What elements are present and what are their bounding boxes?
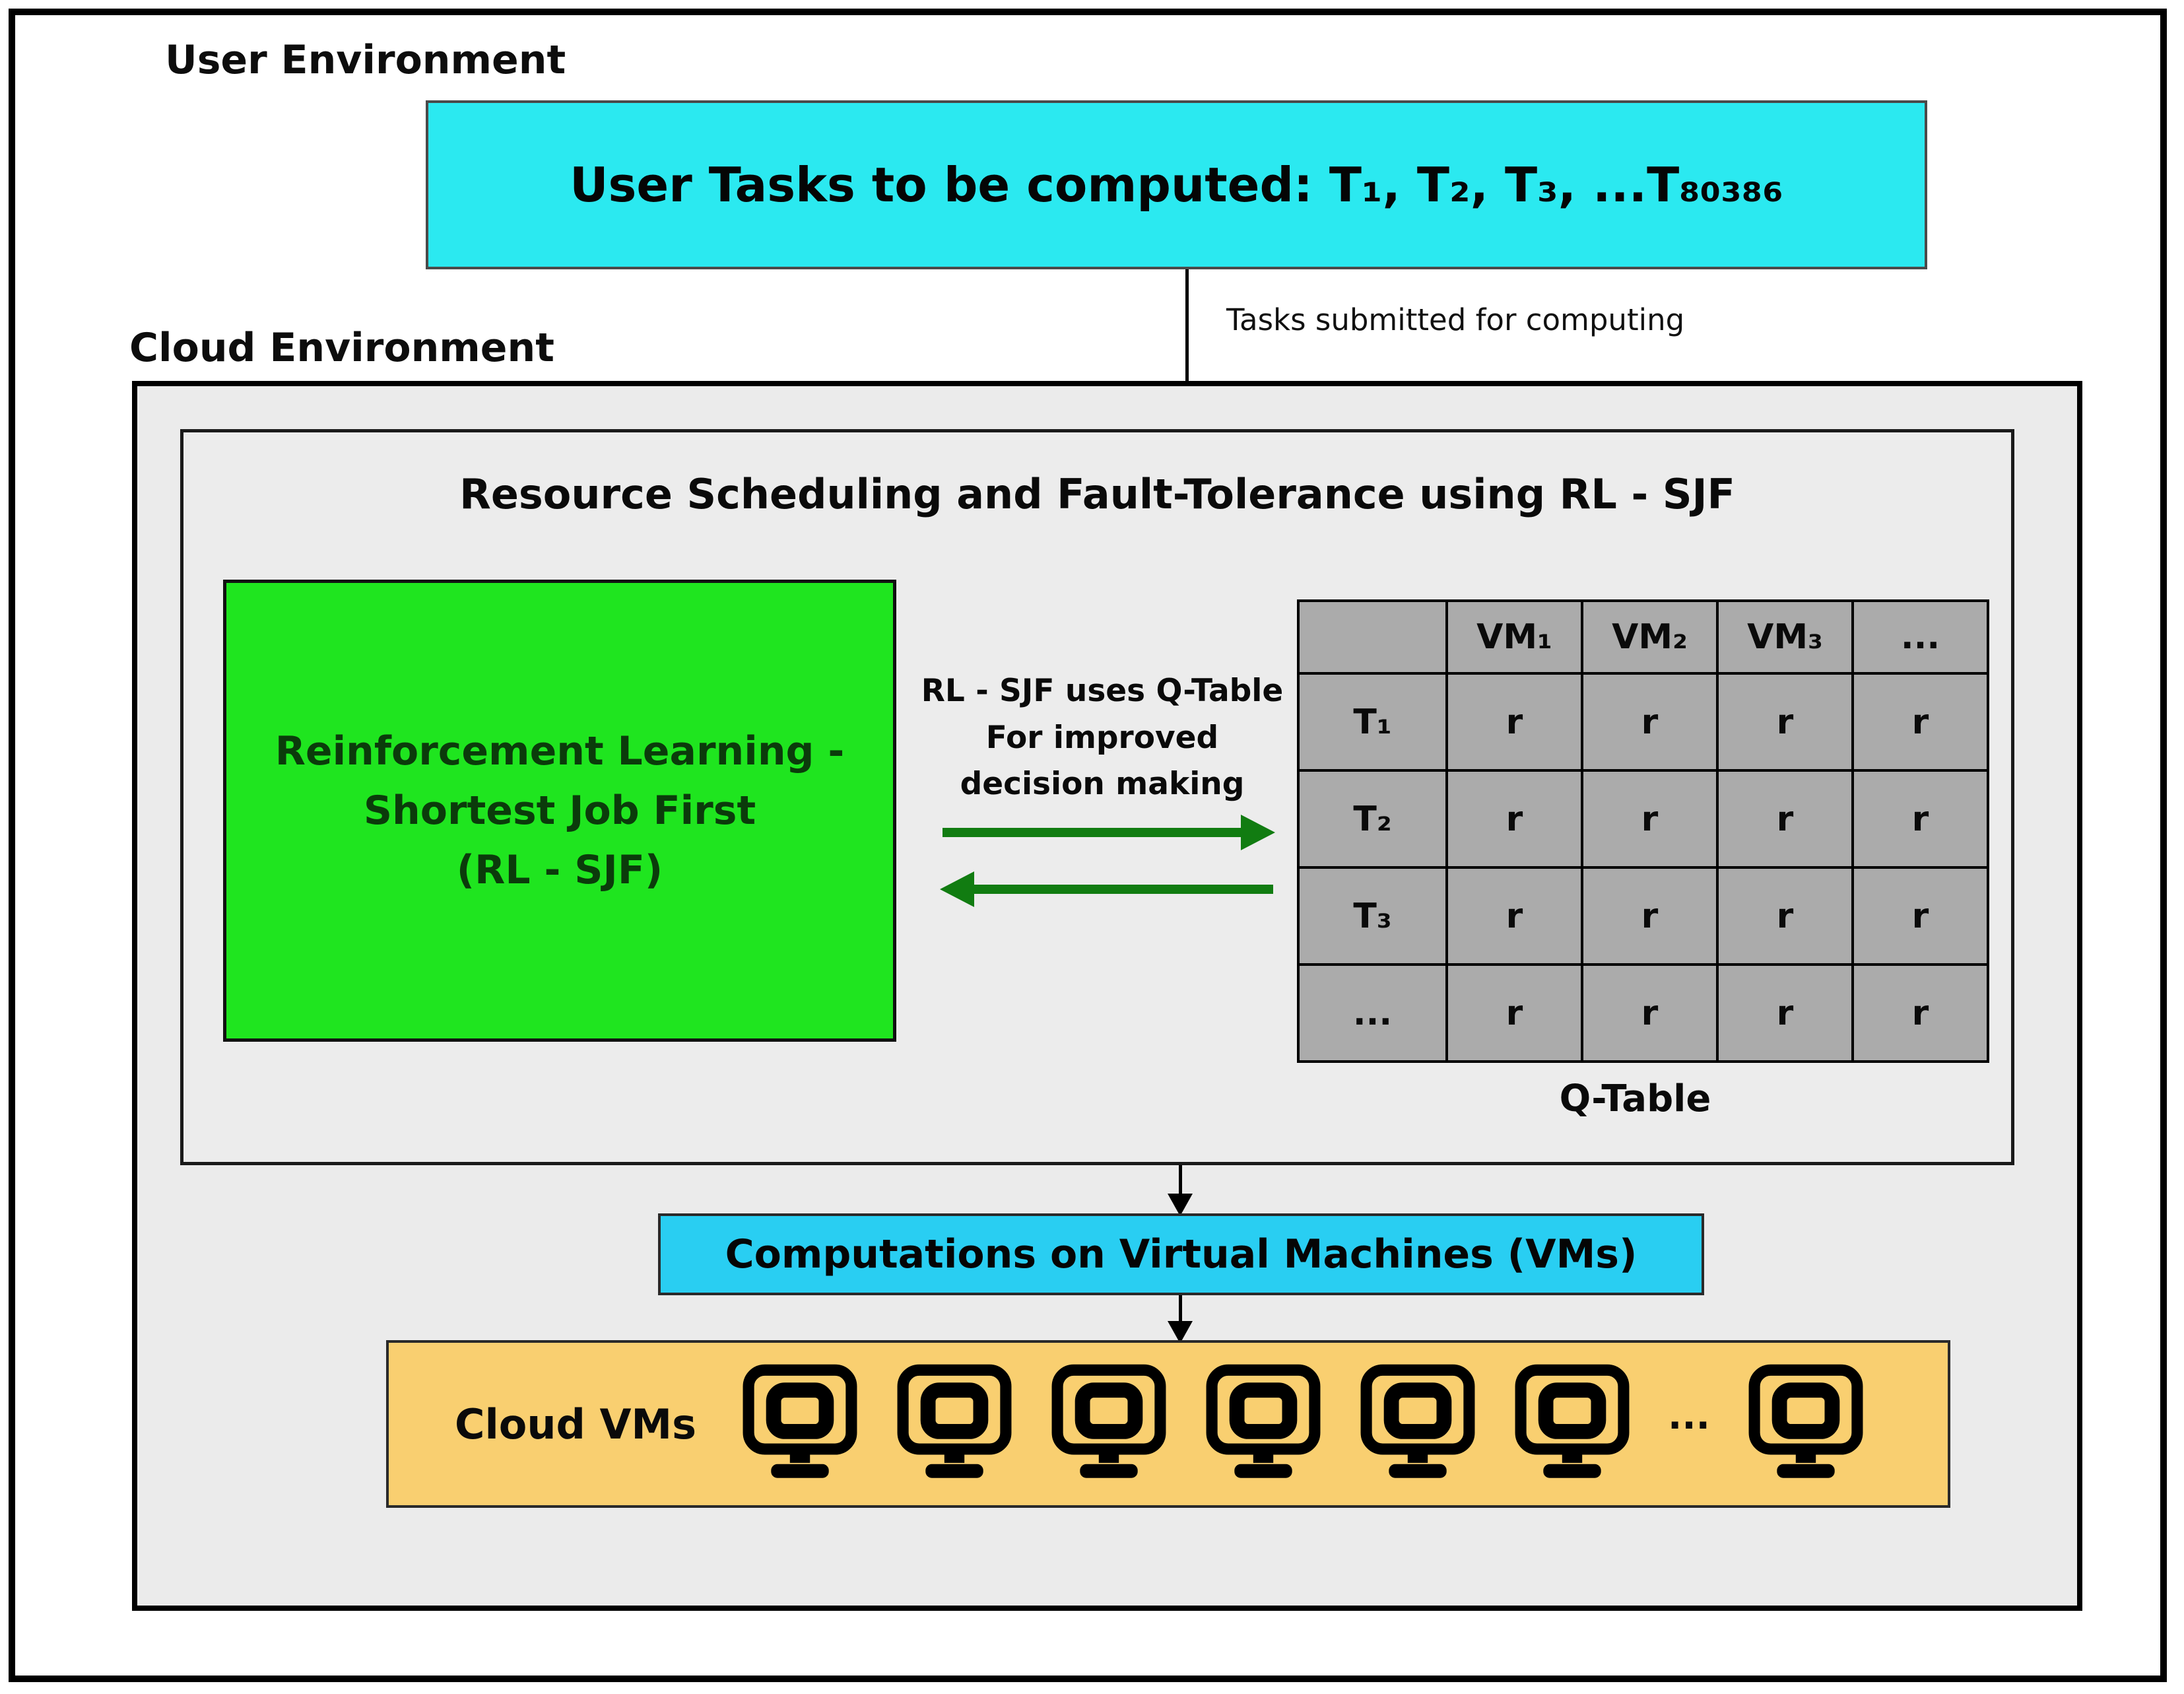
scheduler-to-computations-arrow-head	[1168, 1194, 1193, 1216]
q-table-reward-cell: r	[1581, 963, 1719, 1063]
q-table-note: RL - SJF uses Q-Table For improved decis…	[921, 673, 1284, 802]
cloud-environment-label: Cloud Environment	[129, 325, 554, 371]
monitor-icon	[1051, 1364, 1166, 1478]
computations-text: Computations on Virtual Machines (VMs)	[725, 1231, 1638, 1277]
q-table-reward-cell: r	[1716, 963, 1854, 1063]
q-table-column-header: VM₃	[1716, 599, 1854, 675]
q-table-reward-cell: r	[1851, 769, 1989, 869]
q-table-corner-cell	[1297, 599, 1448, 675]
q-table-row-label: ...	[1297, 963, 1448, 1063]
computations-to-vms-arrow-head	[1168, 1321, 1193, 1343]
monitor-icon	[1748, 1364, 1863, 1478]
green-arrow-left-line	[973, 885, 1273, 894]
vm-ellipsis: ...	[1668, 1394, 1710, 1438]
cloud-vms-icons: ...	[737, 1363, 1869, 1485]
computations-box: Computations on Virtual Machines (VMs)	[658, 1213, 1704, 1295]
q-table-caption: Q-Table	[1559, 1077, 1711, 1120]
q-table-row-label: T₁	[1297, 672, 1448, 772]
q-table-reward-cell: r	[1445, 769, 1583, 869]
q-table-reward-cell: r	[1445, 963, 1583, 1063]
q-table-reward-cell: r	[1581, 866, 1719, 966]
q-table-reward-cell: r	[1581, 672, 1719, 772]
green-arrow-right-line	[943, 828, 1243, 837]
tasks-submitted-label: Tasks submitted for computing	[1226, 302, 1685, 337]
q-table-reward-cell: r	[1851, 963, 1989, 1063]
cloud-vms-box: Cloud VMs ...	[386, 1340, 1950, 1508]
monitor-icon	[897, 1364, 1012, 1478]
q-table-row-label: T₂	[1297, 769, 1448, 869]
cloud-vms-label: Cloud VMs	[455, 1400, 697, 1448]
scheduler-to-computations-arrow-line	[1179, 1165, 1182, 1196]
q-table-column-header: VM₁	[1445, 599, 1583, 675]
q-table-reward-cell: r	[1581, 769, 1719, 869]
monitor-icon	[1360, 1364, 1475, 1478]
user-tasks-text: User Tasks to be computed: T₁, T₂, T₃, .…	[570, 157, 1783, 213]
q-table-column-header: VM₂	[1581, 599, 1719, 675]
tasks-flow-arrow-line	[1185, 269, 1189, 401]
q-table-row-label: T₃	[1297, 866, 1448, 966]
green-arrow-left-icon	[940, 871, 974, 907]
q-table-reward-cell: r	[1716, 866, 1854, 966]
q-table-reward-cell: r	[1851, 672, 1989, 772]
monitor-icon	[1206, 1364, 1321, 1478]
user-environment-label: User Environment	[165, 37, 566, 83]
q-table-reward-cell: r	[1716, 769, 1854, 869]
green-arrow-right-icon	[1241, 815, 1275, 850]
resource-scheduling-title: Resource Scheduling and Fault-Tolerance …	[459, 470, 1735, 518]
monitor-icon	[743, 1364, 857, 1478]
computations-to-vms-arrow-line	[1179, 1295, 1182, 1323]
q-table-reward-cell: r	[1716, 672, 1854, 772]
user-tasks-box: User Tasks to be computed: T₁, T₂, T₃, .…	[426, 100, 1927, 269]
q-table-column-header: ...	[1851, 599, 1989, 675]
rl-sjf-box: Reinforcement Learning - Shortest Job Fi…	[223, 580, 896, 1042]
rl-sjf-label: Reinforcement Learning - Shortest Job Fi…	[275, 728, 845, 893]
q-table-reward-cell: r	[1851, 866, 1989, 966]
q-table-reward-cell: r	[1445, 866, 1583, 966]
monitor-icon	[1515, 1364, 1630, 1478]
q-table-reward-cell: r	[1445, 672, 1583, 772]
